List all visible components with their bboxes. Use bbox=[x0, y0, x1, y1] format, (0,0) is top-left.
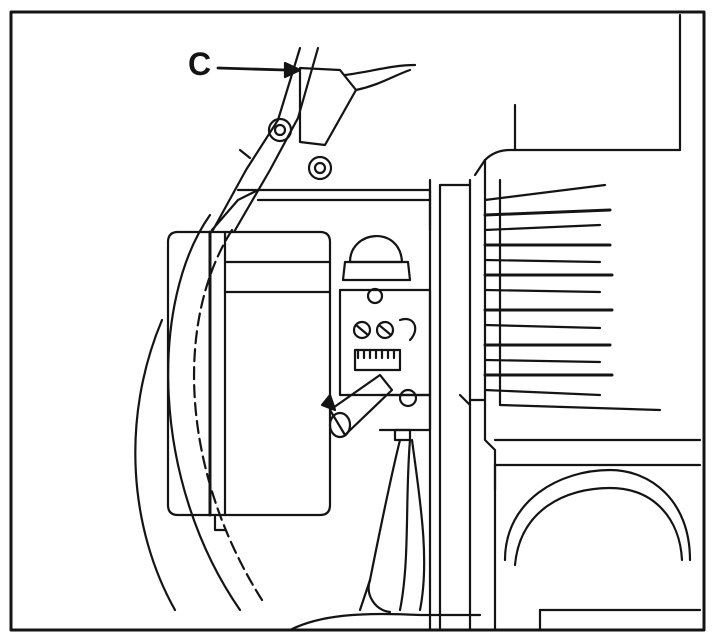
shroud-arc-inner bbox=[192, 228, 264, 602]
cylinder-fins bbox=[473, 148, 682, 412]
fuel-line bbox=[367, 578, 392, 614]
cylinder-column bbox=[428, 178, 497, 632]
callout-label-c: C bbox=[188, 46, 212, 82]
wire-loop bbox=[134, 318, 177, 612]
choke-lever bbox=[320, 373, 394, 439]
figure-border bbox=[9, 10, 706, 632]
callout-arrow-line bbox=[216, 66, 287, 72]
engine-top-plate bbox=[236, 188, 432, 232]
air-cleaner-housing bbox=[166, 230, 332, 532]
crankcase bbox=[493, 438, 702, 632]
throttle-bracket bbox=[210, 46, 417, 234]
primer-bulb bbox=[341, 235, 412, 282]
carb-linkage bbox=[358, 388, 432, 612]
carburetor-body bbox=[338, 287, 432, 397]
lower-pipe bbox=[288, 612, 482, 632]
shroud-arc bbox=[167, 213, 242, 612]
callout-arrowhead bbox=[283, 61, 302, 79]
